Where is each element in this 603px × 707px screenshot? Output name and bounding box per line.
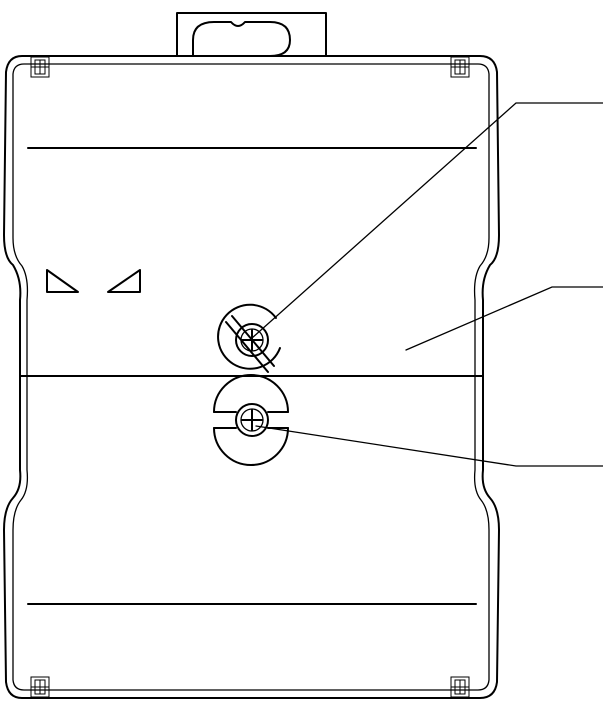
indicator-marks: [46, 269, 141, 293]
top-clip: [176, 12, 327, 57]
leader-lines: [251, 102, 603, 467]
lower-screw-terminal: [213, 374, 289, 466]
leader-upper-screw: [251, 102, 603, 339]
enclosure-body: [3, 55, 500, 699]
upper-screw-terminal: [217, 303, 281, 373]
right-wedge-mark: [107, 269, 141, 293]
snap-latch-icon: [30, 56, 470, 698]
leader-front-panel: [405, 286, 603, 351]
left-wedge-mark: [46, 269, 79, 293]
leader-lower-screw: [255, 425, 603, 467]
